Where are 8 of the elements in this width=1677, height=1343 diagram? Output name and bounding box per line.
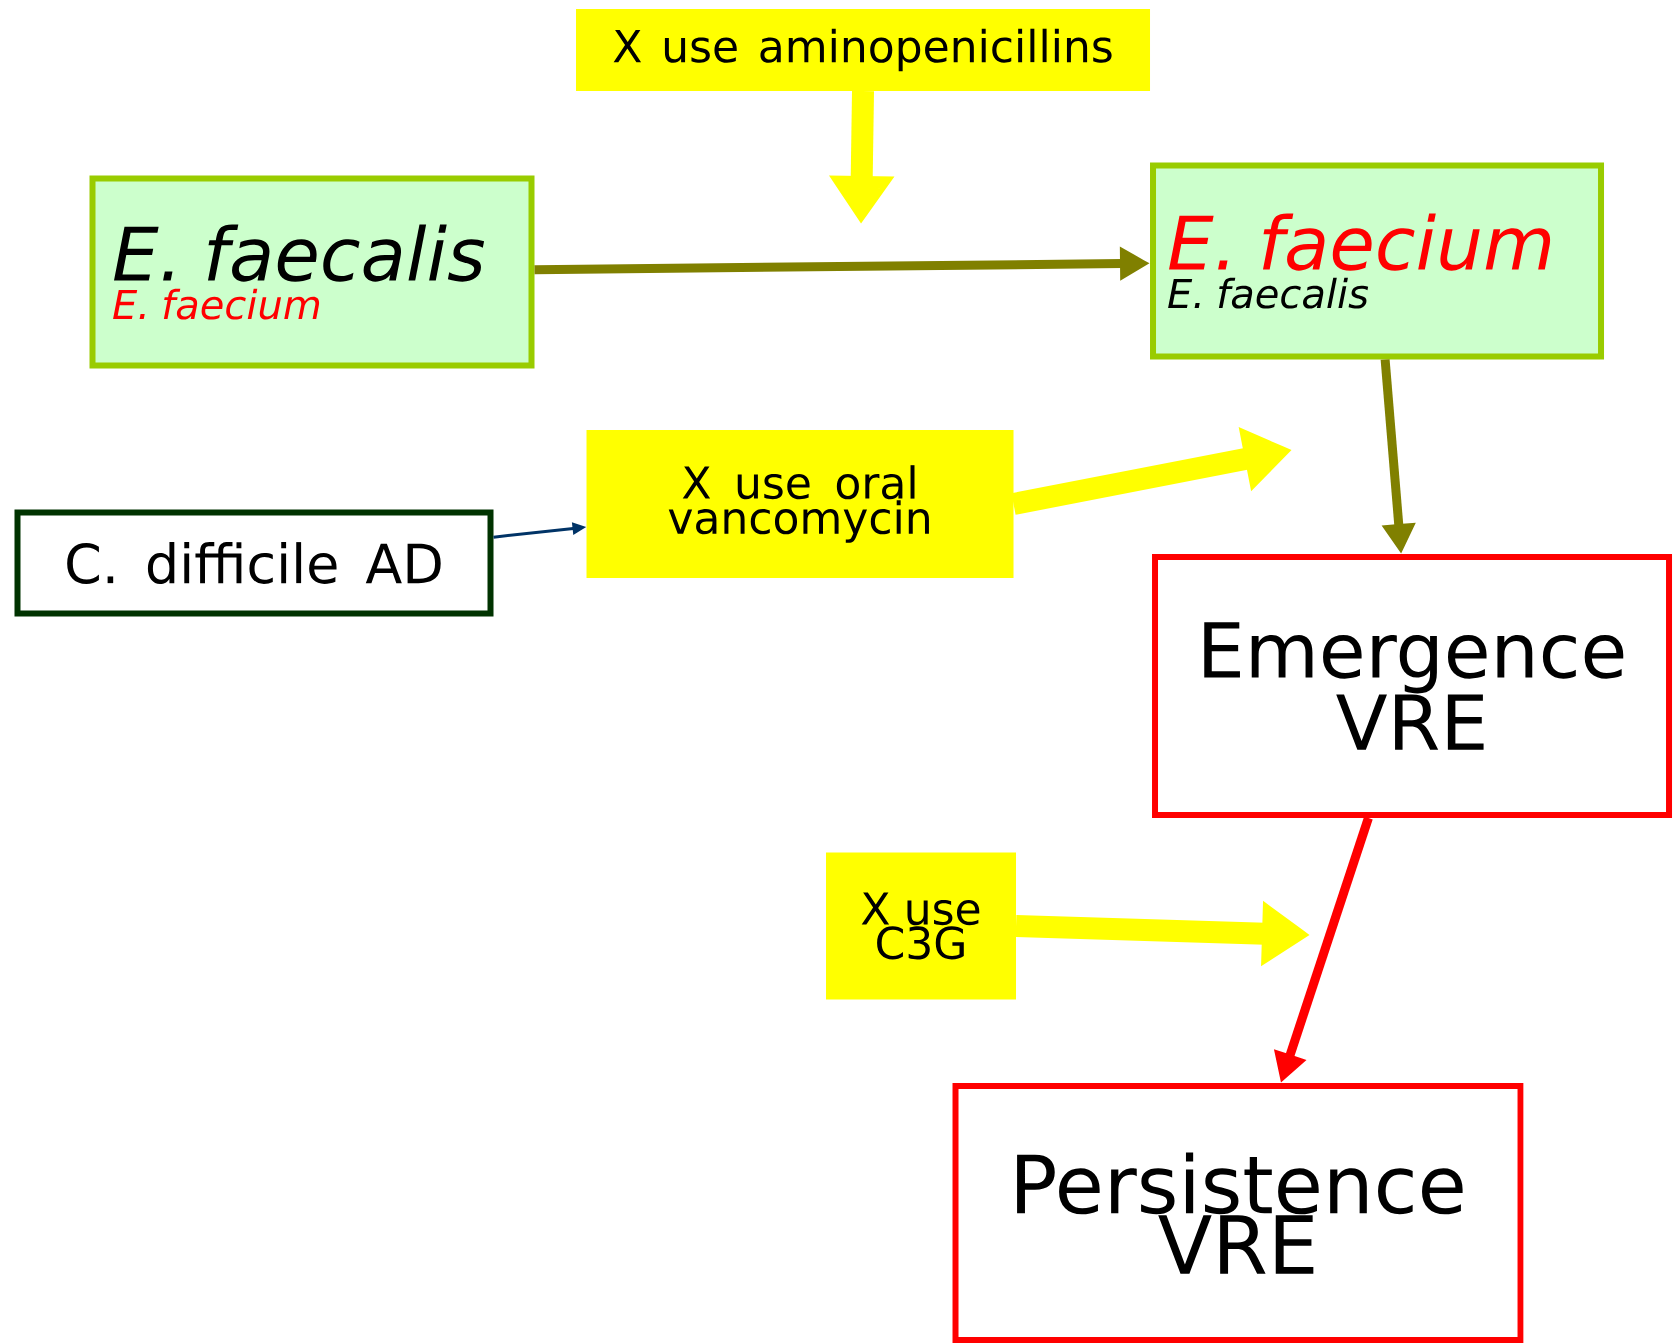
species-box: E. faecium E. faecalis — [1150, 162, 1604, 360]
stage-box: Emergence VRE — [1152, 554, 1672, 818]
stage-box: Persistence VRE — [952, 1083, 1524, 1343]
note-box: X use C3G — [826, 852, 1016, 1000]
condition-box: C. difficile AD — [14, 509, 494, 617]
note-box: X use aminopenicillins — [576, 9, 1150, 91]
species-box: E. faecalis E. faecium — [89, 175, 535, 369]
note-box: X use oral vancomycin — [586, 430, 1014, 578]
